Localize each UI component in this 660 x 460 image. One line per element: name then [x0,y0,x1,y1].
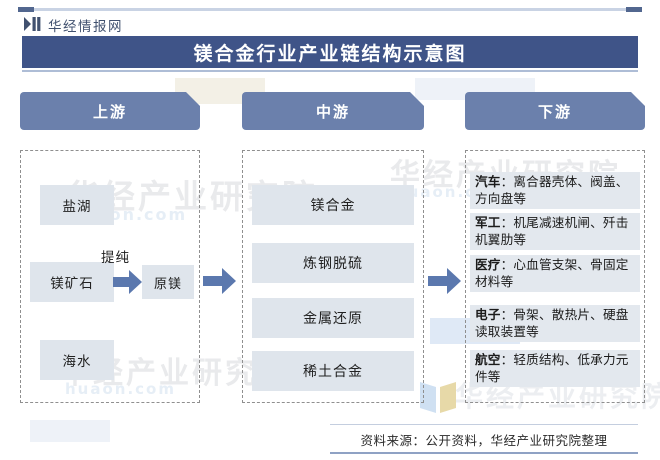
panel-downstream [465,150,645,403]
downstream-item-detail: 机尾减速机闸、歼击机翼肋等 [475,215,629,247]
upstream-source-item[interactable]: 盐湖 [40,185,114,225]
downstream-item-sep: ： [500,257,514,272]
watermark-logo-icon [418,378,460,422]
downstream-item-category: 医疗 [475,257,501,272]
footer-divider-bottom [330,452,638,454]
arrow-purify-icon [113,268,143,300]
panel-upstream [20,150,200,403]
midstream-item[interactable]: 炼钢脱硫 [252,243,414,283]
column-header-upstream-label: 上游 [92,102,127,121]
downstream-item[interactable]: 航空：轻质结构、低承力元件等 [470,350,640,387]
upstream-source-item[interactable]: 镁矿石 [30,262,114,302]
play-pause-logo-icon [24,16,41,35]
column-header-downstream[interactable]: 下游 [465,92,645,130]
brand-name: 华经情报网 [48,19,123,35]
watermark-block [30,420,110,442]
downstream-item[interactable]: 军工：机尾减速机闸、歼击机翼肋等 [470,213,640,250]
midstream-item[interactable]: 金属还原 [252,298,414,338]
panel-midstream [242,150,424,403]
downstream-item[interactable]: 电子：骨架、散热片、硬盘读取装置等 [470,305,640,342]
purify-process-label: 提纯 [101,250,130,266]
column-header-midstream[interactable]: 中游 [242,92,424,130]
downstream-item-category: 汽车 [475,174,501,189]
downstream-item-detail: 离合器壳体、阀盖、方向盘等 [475,174,629,206]
midstream-item[interactable]: 镁合金 [252,185,414,225]
downstream-item-sep: ： [500,352,514,367]
downstream-item-sep: ： [500,215,514,230]
source-note: 资料来源：公开资料，华经产业研究院整理 [360,433,608,448]
downstream-item-detail: 轻质结构、低承力元件等 [475,352,629,384]
downstream-item-detail: 心血管支架、骨固定材料等 [475,257,629,289]
top-divider [18,7,642,12]
footer-divider-top [330,424,638,425]
page-title: 镁合金行业产业链结构示意图 [193,42,467,65]
downstream-item[interactable]: 医疗：心血管支架、骨固定材料等 [470,255,640,292]
downstream-item[interactable]: 汽车：离合器壳体、阀盖、方向盘等 [470,172,640,209]
column-header-midstream-label: 中游 [315,102,350,121]
title-underline [22,70,638,72]
brand: 华经情报网 [24,14,123,36]
upstream-output-item[interactable]: 原镁 [142,265,194,299]
chart-title-bar: 镁合金行业产业链结构示意图 [22,36,638,68]
arrow-upstream-to-midstream-icon [203,266,237,300]
column-header-upstream[interactable]: 上游 [20,92,200,130]
downstream-item-sep: ： [500,174,514,189]
downstream-item-category: 军工 [475,215,501,230]
downstream-item-sep: ： [500,307,514,322]
column-header-downstream-label: 下游 [537,102,572,121]
downstream-item-category: 电子 [475,307,501,322]
midstream-item[interactable]: 稀土合金 [252,351,414,391]
upstream-source-item[interactable]: 海水 [40,340,114,380]
downstream-item-category: 航空 [475,352,501,367]
downstream-item-detail: 骨架、散热片、硬盘读取装置等 [475,307,629,339]
arrow-midstream-to-downstream-icon [428,266,462,300]
